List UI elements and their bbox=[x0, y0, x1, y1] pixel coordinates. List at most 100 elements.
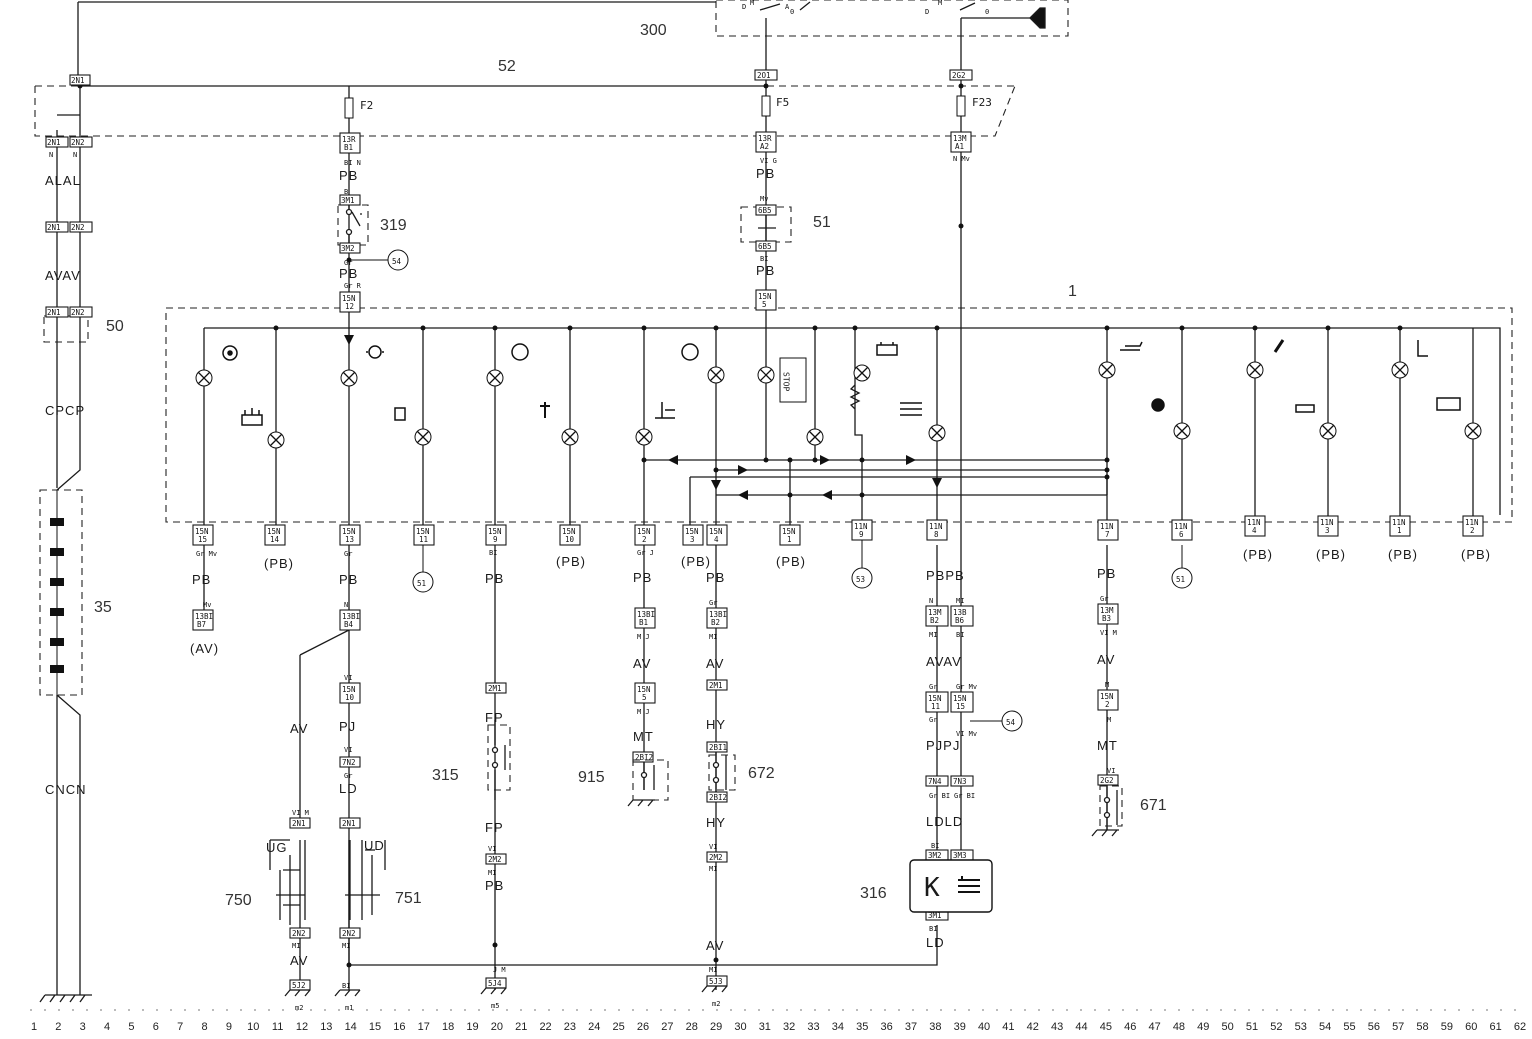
wire-av: AV bbox=[706, 938, 724, 953]
lamp bbox=[1173, 422, 1191, 440]
svg-text:15N: 15N bbox=[342, 685, 356, 694]
svg-text:2N1: 2N1 bbox=[292, 819, 306, 828]
ruler-tick: 2 bbox=[55, 1021, 61, 1033]
diode bbox=[668, 455, 678, 465]
ruler-tick: 16 bbox=[393, 1021, 405, 1033]
svg-text:B6: B6 bbox=[955, 616, 965, 625]
ruler-tick: 53 bbox=[1295, 1021, 1307, 1033]
svg-text:M J: M J bbox=[637, 633, 650, 641]
svg-text:4: 4 bbox=[714, 535, 719, 544]
svg-text:6: 6 bbox=[1179, 530, 1184, 539]
svg-text:8: 8 bbox=[934, 530, 939, 539]
svg-text:BI: BI bbox=[931, 842, 939, 850]
svg-text:3: 3 bbox=[1325, 526, 1330, 535]
ruler-tick: 42 bbox=[1027, 1021, 1039, 1033]
ruler-tick: 4 bbox=[104, 1021, 110, 1033]
ruler-tick: 9 bbox=[226, 1021, 232, 1033]
wire-av: AV bbox=[290, 721, 308, 736]
svg-text:2N1: 2N1 bbox=[71, 76, 85, 85]
junction-dots bbox=[77, 83, 1403, 968]
svg-text:Gr BI: Gr BI bbox=[954, 792, 975, 800]
svg-text:M J: M J bbox=[637, 708, 650, 716]
svg-text:15N: 15N bbox=[782, 527, 796, 536]
wire-av: AV bbox=[633, 656, 651, 671]
ruler-tick: 3 bbox=[80, 1021, 86, 1033]
svg-text:BI: BI bbox=[342, 982, 350, 990]
svg-text:VI: VI bbox=[344, 746, 352, 754]
temperature-icon bbox=[540, 402, 550, 418]
circle-54: 54 bbox=[1006, 718, 1016, 727]
svg-text:m1: m1 bbox=[345, 1004, 353, 1012]
svg-text:MI: MI bbox=[342, 942, 350, 950]
svg-text:1: 1 bbox=[787, 535, 792, 544]
switches bbox=[345, 1, 1123, 830]
water-temp-icon bbox=[655, 402, 675, 419]
svg-text:15N: 15N bbox=[685, 527, 699, 536]
lamp bbox=[707, 366, 725, 384]
wire-pb: PB bbox=[339, 266, 358, 281]
fuel-icon bbox=[1295, 404, 1315, 413]
lamp bbox=[267, 431, 285, 449]
oil-icon bbox=[1120, 341, 1143, 351]
diode bbox=[820, 455, 830, 465]
svg-text:m2: m2 bbox=[712, 1000, 720, 1008]
ruler-tick: 41 bbox=[1002, 1021, 1014, 1033]
lamp bbox=[806, 428, 824, 446]
wire-ld: LD bbox=[339, 781, 358, 796]
lamp bbox=[1319, 422, 1337, 440]
lamp bbox=[414, 428, 432, 446]
paren-pb: (PB) bbox=[681, 554, 711, 569]
wire-av: AV bbox=[706, 656, 724, 671]
wire-pb: PB bbox=[339, 572, 358, 587]
filter-icon bbox=[394, 407, 406, 421]
svg-text:MI: MI bbox=[709, 633, 717, 641]
svg-text:15N: 15N bbox=[1100, 692, 1114, 701]
svg-text:VI: VI bbox=[344, 674, 352, 682]
wire-pb: PB bbox=[633, 570, 652, 585]
preheat-icon bbox=[241, 408, 263, 426]
ruler-tick: 20 bbox=[491, 1021, 503, 1033]
svg-text:Gr: Gr bbox=[344, 259, 352, 267]
svg-text:7N4: 7N4 bbox=[928, 777, 942, 786]
svg-text:D: D bbox=[925, 8, 929, 16]
svg-text:2G2: 2G2 bbox=[1100, 776, 1114, 785]
labels: 300 52 319 51 50 35 315 915 672 671 316 … bbox=[45, 22, 1490, 968]
svg-text:2N2: 2N2 bbox=[71, 223, 85, 232]
svg-text:VI G: VI G bbox=[760, 157, 777, 165]
svg-text:VI M: VI M bbox=[292, 809, 309, 817]
svg-text:13BI: 13BI bbox=[342, 612, 360, 621]
ruler-tick: 54 bbox=[1319, 1021, 1331, 1033]
ruler-tick: 18 bbox=[442, 1021, 454, 1033]
wire-ld: LD bbox=[926, 935, 945, 950]
svg-text:2N1: 2N1 bbox=[47, 308, 61, 317]
fuse-f2: F2 bbox=[360, 99, 373, 112]
ruler-tick: 31 bbox=[759, 1021, 771, 1033]
diode bbox=[906, 455, 916, 465]
wire-pb: PB bbox=[485, 878, 504, 893]
coolant-icon bbox=[958, 876, 980, 893]
svg-text:B7: B7 bbox=[197, 620, 206, 629]
ruler-tick: 60 bbox=[1465, 1021, 1477, 1033]
svg-text:B2: B2 bbox=[711, 618, 720, 627]
svg-text:15N: 15N bbox=[928, 694, 942, 703]
svg-text:5J3: 5J3 bbox=[709, 977, 723, 986]
pencil-icon bbox=[1273, 339, 1285, 353]
svg-text:B1: B1 bbox=[344, 143, 353, 152]
wire-ldld: LDLD bbox=[926, 814, 963, 829]
svg-text:9: 9 bbox=[493, 535, 498, 544]
diode bbox=[932, 478, 942, 488]
lamp bbox=[1246, 361, 1264, 379]
svg-text:13R: 13R bbox=[758, 134, 772, 143]
svg-text:3M2: 3M2 bbox=[928, 851, 942, 860]
diode bbox=[344, 335, 354, 345]
relay-k-label: K bbox=[924, 873, 940, 903]
svg-text:A: A bbox=[785, 3, 790, 11]
lamp bbox=[1391, 361, 1409, 379]
wire-avav: AVAV bbox=[45, 268, 81, 283]
ruler-tick: 30 bbox=[734, 1021, 746, 1033]
wire-mt: MT bbox=[1097, 738, 1118, 753]
svg-text:0: 0 bbox=[790, 8, 794, 16]
lamp bbox=[635, 428, 653, 446]
paren-pb: (PB) bbox=[264, 556, 294, 571]
